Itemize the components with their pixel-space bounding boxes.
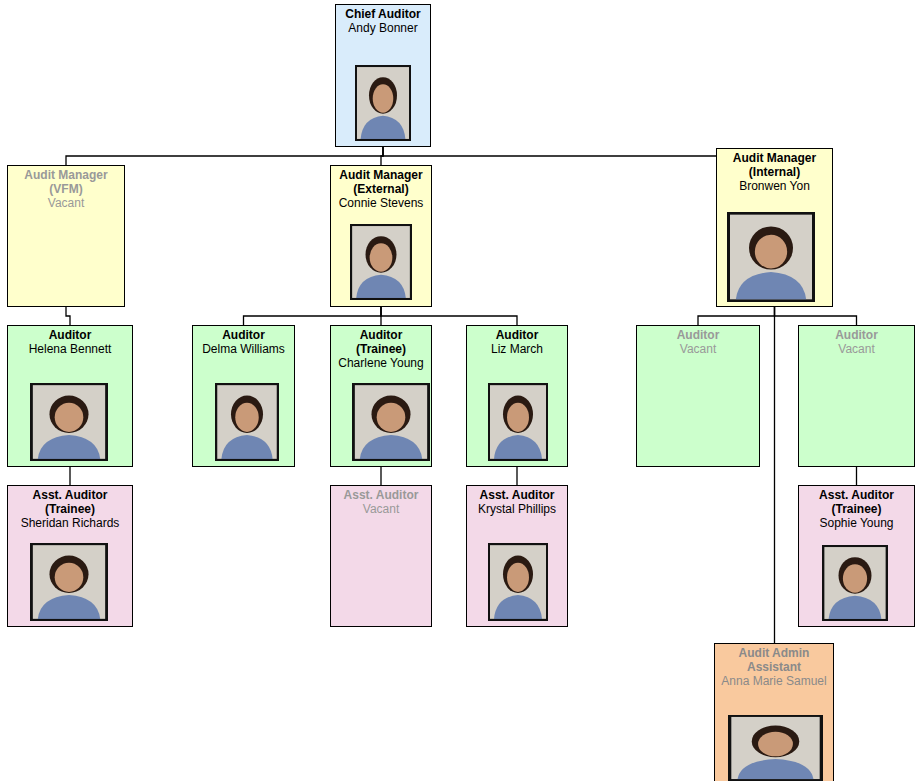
portrait-photo — [489, 544, 547, 620]
reporting-line — [66, 147, 383, 165]
text-group: Audit Manager (External)Connie Stevens — [331, 166, 431, 210]
portrait-photo — [356, 66, 410, 140]
role-box: Audit Manager (VFM)Vacant — [7, 165, 125, 307]
reporting-line — [774, 307, 775, 643]
role-box: AuditorVacant — [798, 325, 915, 467]
text-group: AuditorVacant — [637, 326, 759, 357]
role-title: Auditor — [802, 329, 911, 343]
role-title: Chief Auditor — [339, 8, 427, 22]
person-name: Krystal Phillips — [470, 503, 564, 517]
reporting-line — [381, 307, 517, 325]
person-name: Liz March — [470, 343, 564, 357]
portrait-photo — [353, 384, 428, 460]
role-box: Audit Admin AssistantAnna Marie Samuel — [714, 643, 834, 781]
portrait-photo — [31, 544, 106, 620]
person-name: Vacant — [334, 503, 428, 517]
role-title: Auditor — [470, 329, 564, 343]
person-name: Vacant — [11, 197, 121, 211]
person-name: Sheridan Richards — [11, 517, 129, 531]
role-title: Audit Manager (VFM) — [11, 169, 121, 197]
person-name: Vacant — [640, 343, 756, 357]
portrait-photo — [728, 213, 813, 301]
text-group: Audit Manager (Internal)Bronwen Yon — [717, 149, 832, 193]
portrait-photo — [351, 225, 411, 299]
reporting-line — [69, 467, 70, 485]
reporting-line — [380, 467, 381, 485]
person-name: Helena Bennett — [11, 343, 129, 357]
reporting-line — [775, 307, 857, 325]
role-title: Audit Manager (External) — [334, 169, 428, 197]
person-name: Bronwen Yon — [720, 180, 829, 194]
role-box: AuditorHelena Bennett — [7, 325, 133, 467]
portrait-photo — [216, 384, 278, 460]
role-box: AuditorVacant — [636, 325, 760, 467]
role-title: Auditor (Trainee) — [334, 329, 428, 357]
text-group: Asst. Auditor (Trainee)Sophie Young — [799, 486, 914, 530]
reporting-line — [244, 307, 382, 325]
role-box: Chief AuditorAndy Bonner — [335, 4, 431, 147]
person-name: Delma Williams — [196, 343, 291, 357]
person-name: Charlene Young — [334, 357, 428, 371]
role-box: Asst. AuditorKrystal Phillips — [466, 485, 568, 627]
text-group: Asst. Auditor (Trainee)Sheridan Richards — [8, 486, 132, 530]
person-name: Sophie Young — [802, 517, 911, 531]
reporting-line — [66, 307, 70, 325]
text-group: Audit Manager (VFM)Vacant — [8, 166, 124, 210]
portrait-photo — [489, 384, 547, 460]
role-title: Auditor — [640, 329, 756, 343]
person-name: Andy Bonner — [339, 22, 427, 36]
portrait-photo — [31, 384, 106, 460]
reporting-line — [383, 147, 716, 156]
text-group: AuditorVacant — [799, 326, 914, 357]
role-title: Asst. Auditor — [470, 489, 564, 503]
person-name: Connie Stevens — [334, 197, 428, 211]
role-box: Audit Manager (External)Connie Stevens — [330, 165, 432, 307]
role-box: Asst. AuditorVacant — [330, 485, 432, 627]
reporting-line — [516, 467, 517, 485]
person-name: Anna Marie Samuel — [718, 675, 830, 689]
person-name: Vacant — [802, 343, 911, 357]
text-group: AuditorDelma Williams — [193, 326, 294, 357]
portrait-photo — [823, 546, 887, 620]
reporting-line — [698, 307, 775, 325]
role-title: Auditor — [196, 329, 291, 343]
text-group: Asst. AuditorKrystal Phillips — [467, 486, 567, 517]
role-title: Asst. Auditor (Trainee) — [11, 489, 129, 517]
role-box: AuditorLiz March — [466, 325, 568, 467]
text-group: AuditorLiz March — [467, 326, 567, 357]
text-group: Auditor (Trainee)Charlene Young — [331, 326, 431, 370]
role-box: Asst. Auditor (Trainee)Sheridan Richards — [7, 485, 133, 627]
role-title: Audit Manager (Internal) — [720, 152, 829, 180]
role-box: Auditor (Trainee)Charlene Young — [330, 325, 432, 467]
role-box: Audit Manager (Internal)Bronwen Yon — [716, 148, 833, 307]
role-title: Auditor — [11, 329, 129, 343]
text-group: Chief AuditorAndy Bonner — [336, 5, 430, 36]
role-title: Asst. Auditor (Trainee) — [802, 489, 911, 517]
portrait-photo — [730, 716, 822, 780]
role-box: Asst. Auditor (Trainee)Sophie Young — [798, 485, 915, 627]
text-group: AuditorHelena Bennett — [8, 326, 132, 357]
role-box: AuditorDelma Williams — [192, 325, 295, 467]
reporting-line — [856, 467, 857, 485]
role-title: Asst. Auditor — [334, 489, 428, 503]
text-group: Audit Admin AssistantAnna Marie Samuel — [715, 644, 833, 688]
role-title: Audit Admin Assistant — [718, 647, 830, 675]
text-group: Asst. AuditorVacant — [331, 486, 431, 517]
